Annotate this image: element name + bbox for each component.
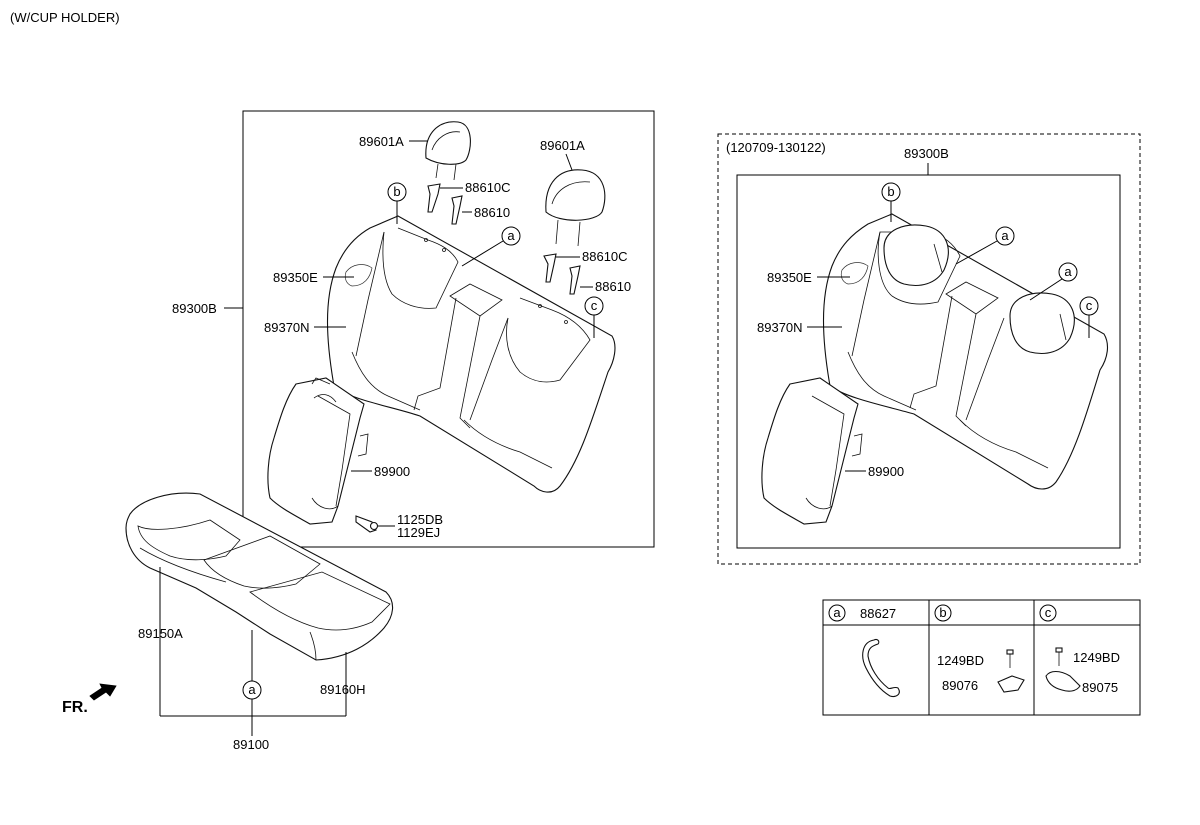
- label-89150a: 89150A: [138, 626, 183, 641]
- legend-letter-a: a: [833, 605, 841, 620]
- ref-a-cushion: a: [248, 682, 256, 697]
- alt-label-89900: 89900: [868, 464, 904, 479]
- leader-89601a-right: [565, 153, 573, 171]
- legend-letter-c: c: [1045, 605, 1052, 620]
- bolt-1125db: [355, 515, 379, 533]
- legend-circle-a: [828, 604, 846, 622]
- headrest-right: [545, 169, 606, 247]
- clip-88627-icon: [862, 638, 900, 698]
- label-89601a-right: 89601A: [540, 138, 585, 153]
- header-note: (W/CUP HOLDER): [10, 10, 120, 25]
- screw-1249bd-c-icon: [1055, 647, 1063, 666]
- legend-circle-b: [934, 604, 952, 622]
- label-88610-left: 88610: [474, 205, 510, 220]
- alt-ref-c: c: [1086, 298, 1093, 313]
- legend-part-88627: 88627: [860, 606, 896, 621]
- ref-b-left: b: [393, 184, 400, 199]
- leader-ref-a-left: [461, 240, 504, 267]
- alt-ref-circle-a2: [1058, 262, 1078, 282]
- label-89370n: 89370N: [264, 320, 310, 335]
- fr-label: FR.: [62, 699, 88, 716]
- seat-cushion: [125, 492, 394, 661]
- alt-variant-frame: [717, 133, 1141, 565]
- guide-88610-right: [569, 265, 581, 295]
- label-89300b: 89300B: [172, 301, 217, 316]
- bracket-89076-icon: [997, 675, 1025, 693]
- alt-label-89300b: 89300B: [904, 146, 949, 161]
- alt-ref-b: b: [887, 184, 894, 199]
- bracket-89075-icon: [1045, 670, 1081, 692]
- seat-back-main: [327, 215, 616, 493]
- ref-a-left: a: [507, 228, 515, 243]
- legend-part-1249bd-c: 1249BD: [1073, 650, 1120, 665]
- guide-88610-left: [451, 195, 463, 225]
- label-89601a-left: 89601A: [359, 134, 404, 149]
- alt-ref-a2: a: [1064, 264, 1072, 279]
- alt-seat-back: [822, 213, 1109, 490]
- label-1125db: 1125DB: [397, 512, 443, 527]
- front-arrow-icon: [89, 683, 117, 701]
- ref-c-left: c: [591, 298, 598, 313]
- alt-ref-a1: a: [1001, 228, 1009, 243]
- guide-88610c-left: [427, 183, 441, 213]
- legend-part-89076: 89076: [942, 678, 978, 693]
- legend-table: [822, 599, 1141, 716]
- label-88610-right: 88610: [595, 279, 631, 294]
- screw-1249bd-b-icon: [1006, 649, 1014, 668]
- alt-date-range: (120709-130122): [726, 140, 826, 155]
- legend-part-89075: 89075: [1082, 680, 1118, 695]
- alt-leader-ref-a1: [955, 240, 998, 265]
- seat-back-assembly-frame: [242, 110, 655, 548]
- label-89350e: 89350E: [273, 270, 318, 285]
- back-cover-89350e-shape: [344, 264, 373, 287]
- alt-armrest: [761, 377, 863, 525]
- legend-part-1249bd-b: 1249BD: [937, 653, 984, 668]
- label-88610c-right: 88610C: [582, 249, 628, 264]
- guide-88610c-right: [543, 253, 557, 283]
- label-89100: 89100: [233, 737, 269, 752]
- alt-leader-ref-a2: [1029, 278, 1063, 301]
- alt-ref-circle-a1: [995, 226, 1015, 246]
- armrest-89900: [267, 377, 369, 525]
- label-89160h: 89160H: [320, 682, 366, 697]
- label-88610c-left: 88610C: [465, 180, 511, 195]
- label-89900: 89900: [374, 464, 410, 479]
- alt-label-89370n: 89370N: [757, 320, 803, 335]
- legend-circle-c: [1039, 604, 1057, 622]
- alt-label-89350e: 89350E: [767, 270, 812, 285]
- legend-letter-b: b: [939, 605, 946, 620]
- alt-back-cover-shape: [840, 262, 869, 285]
- alt-inner-frame: [736, 174, 1121, 549]
- headrest-left: [425, 121, 471, 181]
- label-1129ej: 1129EJ: [397, 525, 440, 540]
- ref-circle-a-left: [501, 226, 521, 246]
